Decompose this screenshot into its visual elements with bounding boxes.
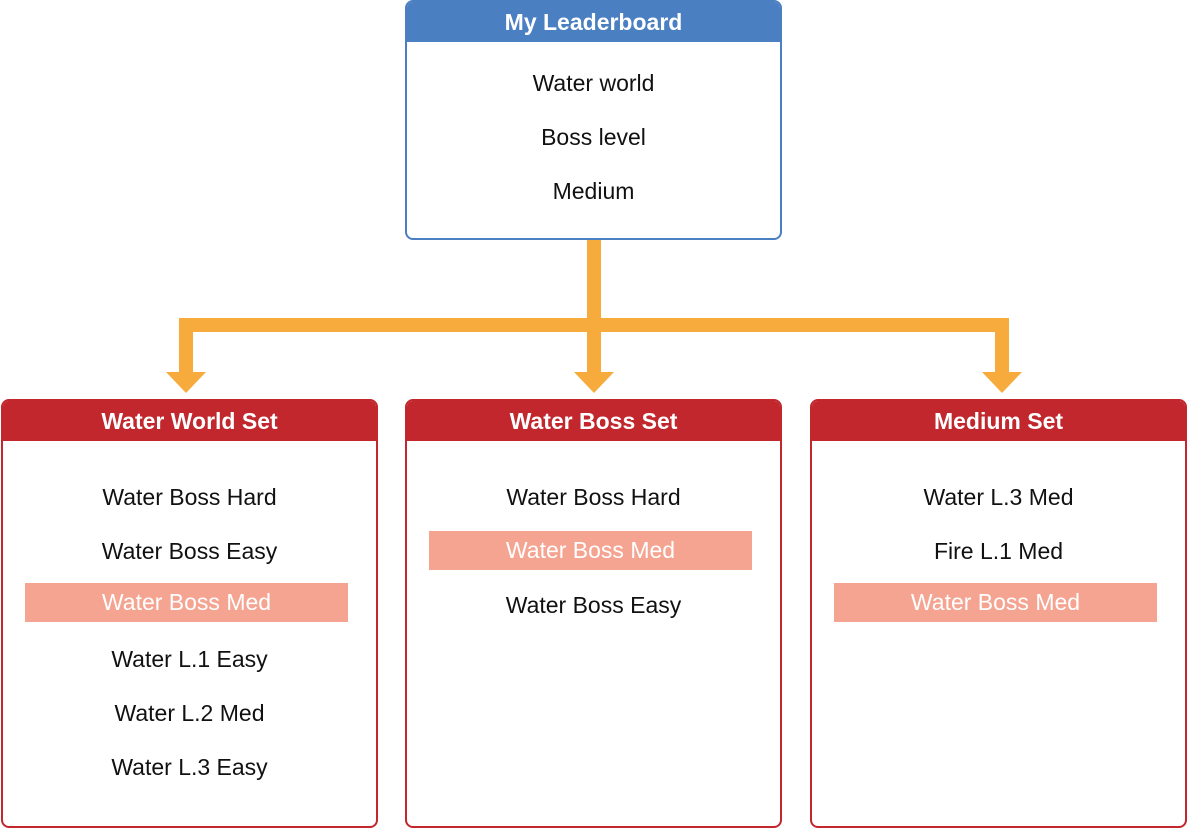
root-card-title: My Leaderboard <box>504 8 683 35</box>
set-item: Water Boss Easy <box>101 538 278 564</box>
set-item: Water L.1 Easy <box>111 646 268 672</box>
root-item: Boss level <box>541 124 646 150</box>
root-item: Water world <box>532 70 655 96</box>
set-card-header: Water World Set <box>3 401 376 441</box>
set-item-highlighted: Water Boss Med <box>834 583 1157 622</box>
root-leaderboard-card: My Leaderboard Water world Boss level Me… <box>405 0 782 240</box>
set-item: Water Boss Hard <box>102 484 277 510</box>
set-item: Fire L.1 Med <box>933 538 1064 564</box>
set-card-title: Medium Set <box>933 407 1064 434</box>
water-world-set-card: Water World Set Water Boss Hard Water Bo… <box>1 399 378 828</box>
set-item: Water Boss Easy <box>505 592 682 618</box>
root-card-header: My Leaderboard <box>407 2 780 42</box>
root-item: Medium <box>552 178 635 204</box>
set-item: Water L.3 Easy <box>111 754 268 780</box>
set-card-header: Medium Set <box>812 401 1185 441</box>
trunk-line <box>587 238 601 332</box>
set-item: Water L.3 Med <box>923 484 1074 510</box>
set-card-title: Water World Set <box>101 407 278 434</box>
set-card-header: Water Boss Set <box>407 401 780 441</box>
set-item: Water L.2 Med <box>114 700 265 726</box>
set-item: Water Boss Hard <box>506 484 681 510</box>
set-item-highlighted: Water Boss Med <box>429 531 752 570</box>
drop-line-center <box>587 318 601 372</box>
arrowhead-left <box>166 372 206 393</box>
arrowhead-center <box>574 372 614 393</box>
water-boss-set-card: Water Boss Set Water Boss Hard Water Bos… <box>405 399 782 828</box>
arrowhead-right <box>982 372 1022 393</box>
set-item-highlighted: Water Boss Med <box>25 583 348 622</box>
drop-line-right <box>995 318 1009 372</box>
medium-set-card: Medium Set Water L.3 Med Fire L.1 Med Wa… <box>810 399 1187 828</box>
set-card-title: Water Boss Set <box>509 407 678 434</box>
drop-line-left <box>179 318 193 372</box>
